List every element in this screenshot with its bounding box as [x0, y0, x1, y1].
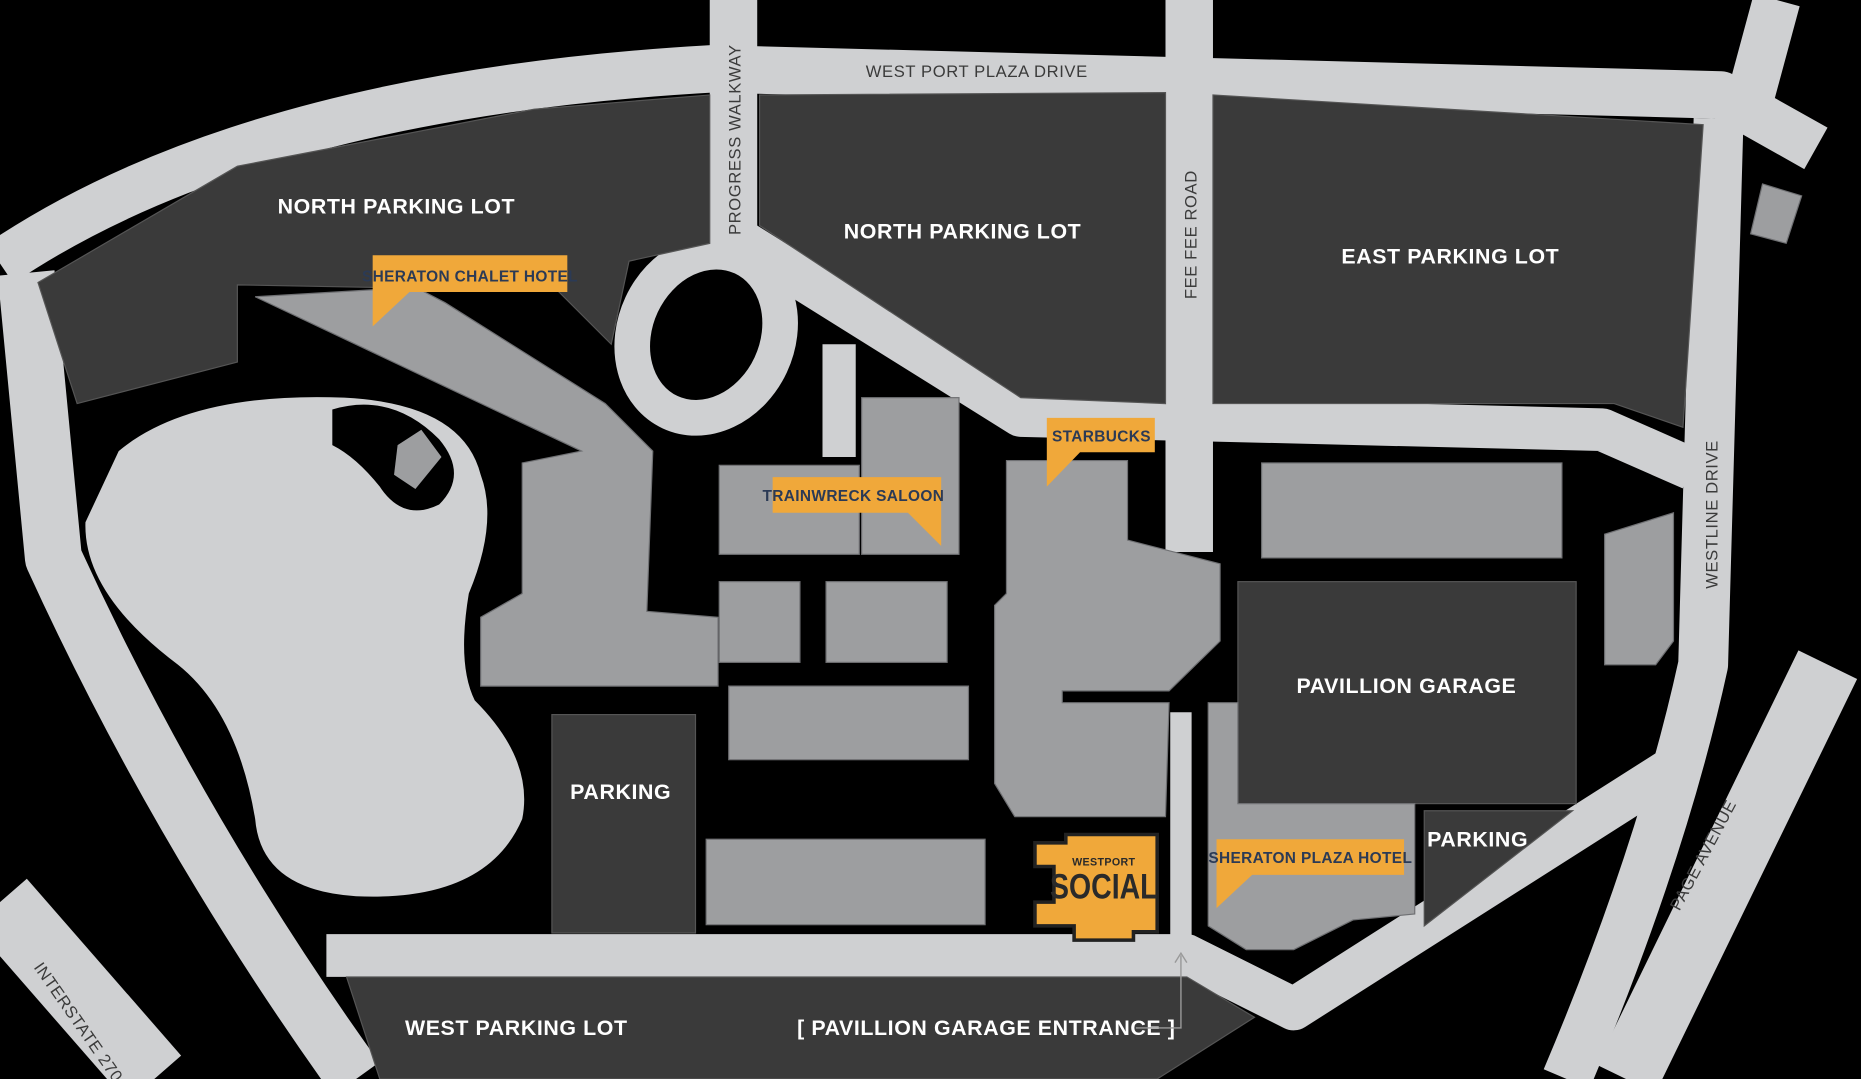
west-parking-lot-label: WEST PARKING LOT — [405, 1016, 628, 1040]
parking-lots — [37, 91, 1704, 1079]
svg-text:SHERATON PLAZA HOTEL: SHERATON PLAZA HOTEL — [1208, 850, 1412, 867]
pavillion-garage-label: PAVILLION GARAGE — [1296, 674, 1516, 698]
east-parking-lot-label: EAST PARKING LOT — [1341, 245, 1559, 269]
garage-entrance-label: [ PAVILLION GARAGE ENTRANCE ] — [797, 1016, 1175, 1040]
lake — [85, 397, 525, 897]
parking-left-label: PARKING — [570, 780, 671, 804]
progress-walkway-label: PROGRESS WALKWAY — [726, 44, 745, 235]
svg-text:TRAINWRECK SALOON: TRAINWRECK SALOON — [763, 488, 945, 505]
svg-text:STARBUCKS: STARBUCKS — [1052, 429, 1151, 446]
westport-social[interactable]: WESTPORT SOCIAL — [1033, 832, 1159, 942]
tag-trainwreck-saloon[interactable]: TRAINWRECK SALOON — [763, 477, 945, 547]
lot-labels: NORTH PARKING LOT NORTH PARKING LOT EAST… — [278, 195, 1559, 1040]
north-parking-lot-left-label: NORTH PARKING LOT — [278, 195, 516, 219]
parking-left — [551, 713, 697, 934]
west-parking-lot — [345, 976, 1256, 1079]
buildings — [254, 183, 1803, 951]
svg-text:SHERATON CHALET HOTEL: SHERATON CHALET HOTEL — [362, 268, 578, 285]
parking-right-label: PARKING — [1427, 827, 1528, 851]
fee-fee-road-label: FEE FEE ROAD — [1181, 170, 1200, 299]
westport-social-logo-main: SOCIAL — [1050, 867, 1158, 907]
parking-right — [1423, 810, 1575, 928]
west-port-plaza-drive-label: WEST PORT PLAZA DRIVE — [866, 62, 1088, 81]
garage-entrance-arrow-icon — [1135, 951, 1188, 1029]
westport-social-logo-top: WESTPORT — [1072, 856, 1135, 868]
tag-sheraton-chalet-hotel[interactable]: SHERATON CHALET HOTEL — [362, 255, 578, 327]
east-parking-lot — [1212, 94, 1704, 429]
westline-drive-label: WESTLINE DRIVE — [1702, 440, 1721, 589]
tag-sheraton-plaza-hotel[interactable]: SHERATON PLAZA HOTEL — [1208, 839, 1412, 909]
north-parking-lot-mid — [758, 91, 1167, 405]
north-parking-lot-left — [37, 94, 711, 405]
north-parking-lot-mid-label: NORTH PARKING LOT — [844, 220, 1082, 244]
pavillion-garage — [1237, 581, 1577, 805]
